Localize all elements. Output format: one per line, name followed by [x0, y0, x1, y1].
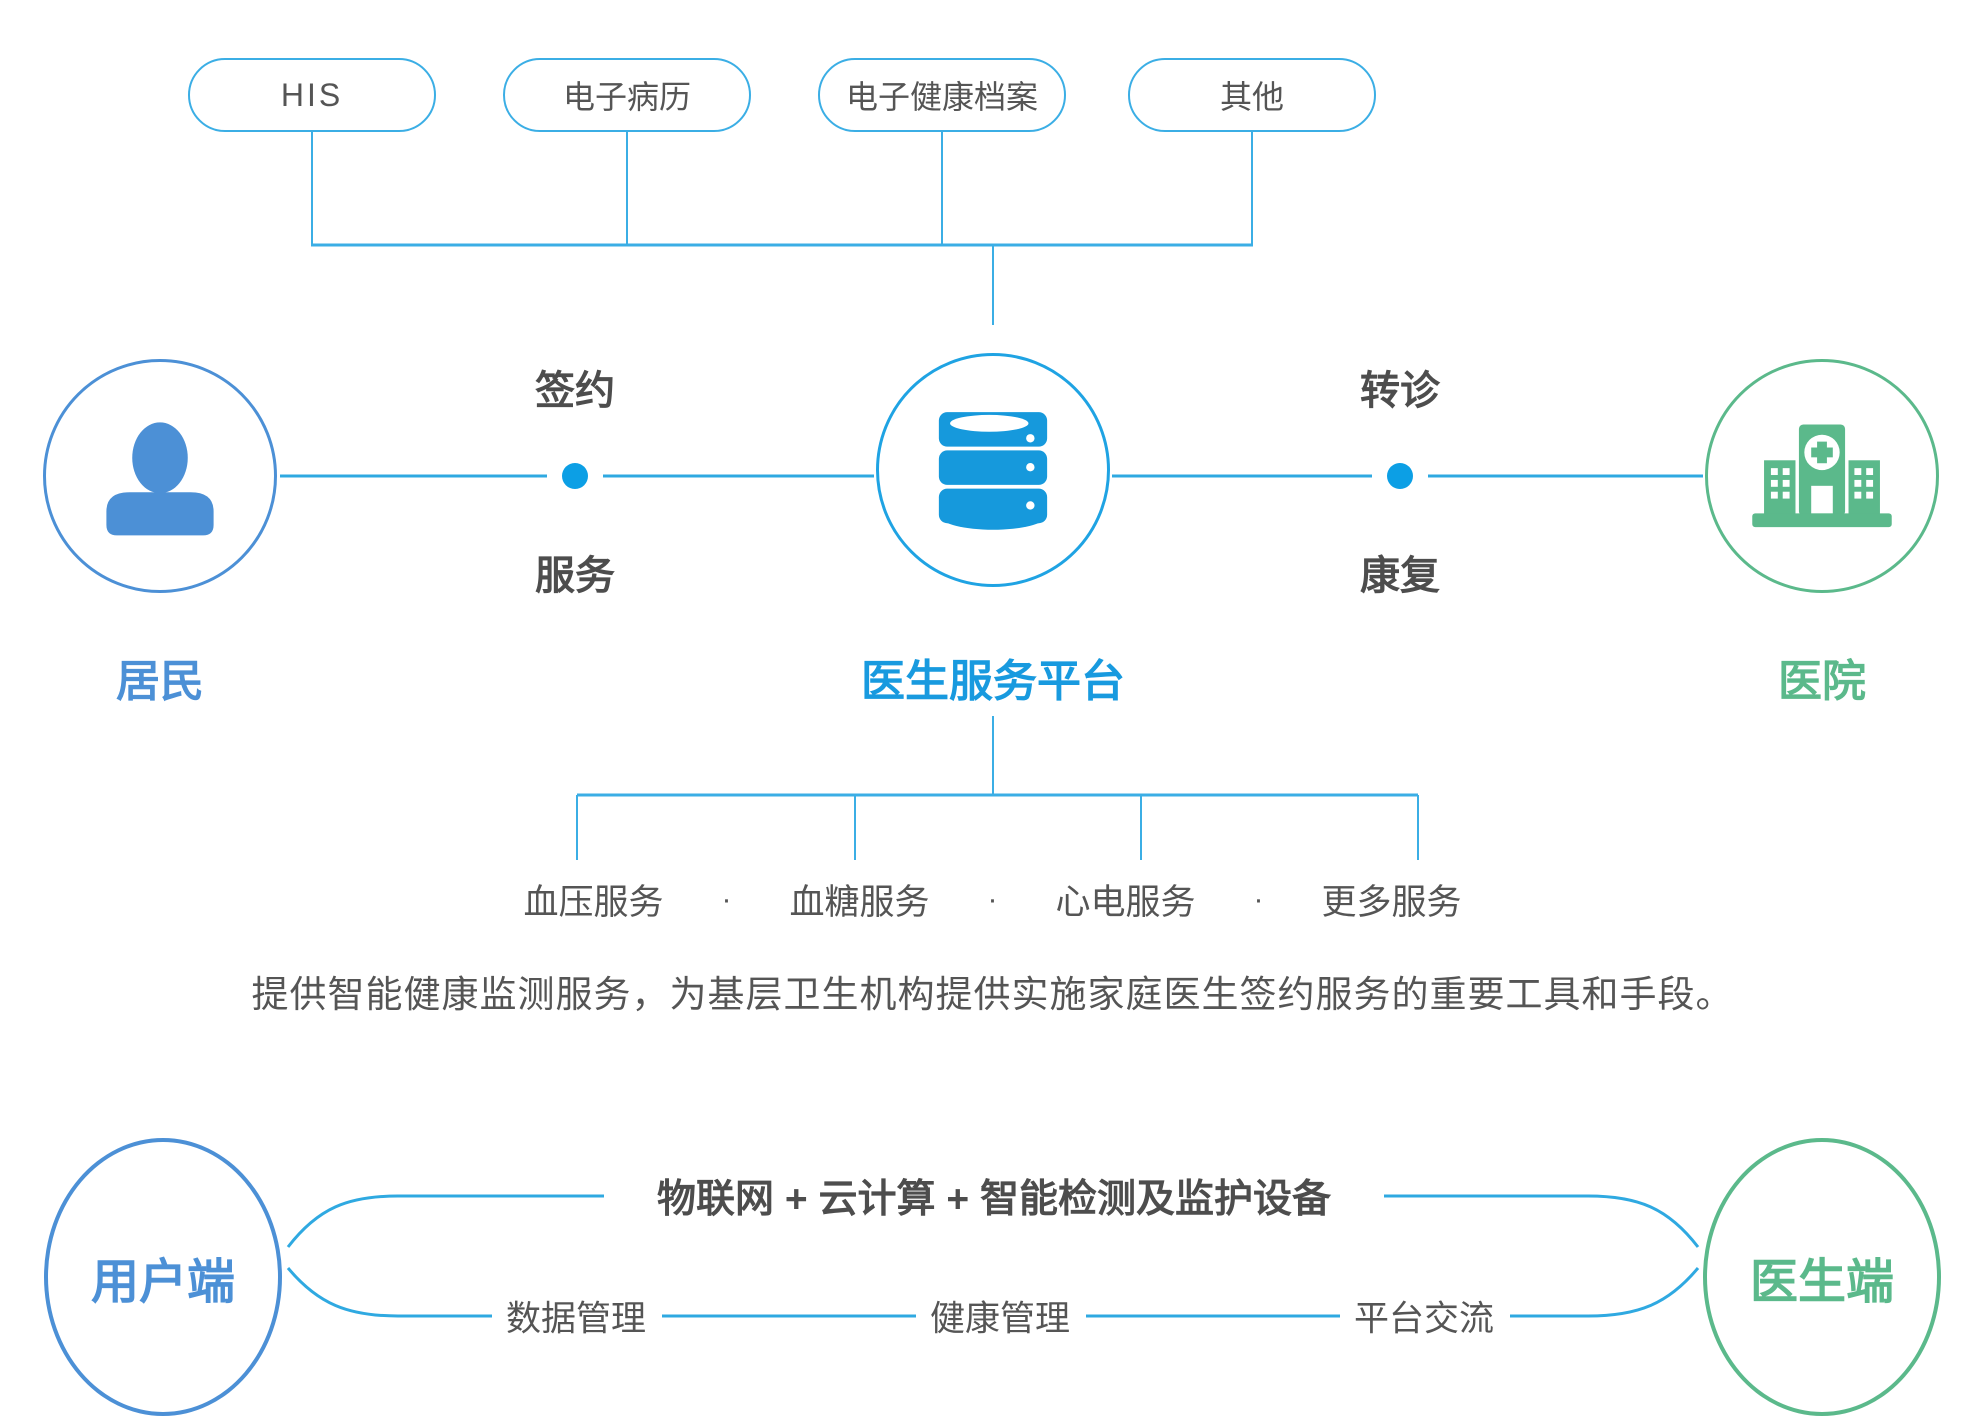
right-link-bottom-label: 康复	[1360, 554, 1440, 598]
source-pill-other: 其他	[1128, 58, 1376, 132]
person-icon	[106, 422, 214, 536]
platform-node-title: 医生服务平台	[861, 657, 1125, 706]
service-item: 血糖服务	[789, 883, 930, 922]
resident-node-circle	[43, 359, 277, 593]
bottom-link-platform-communication: 平台交流	[1353, 1299, 1495, 1339]
left-link-top-label: 签约	[535, 369, 615, 413]
left-link-dot	[562, 463, 588, 489]
bottom-link-data-management: 数据管理	[505, 1299, 647, 1339]
service-item: 更多服务	[1321, 883, 1462, 922]
doctor-client-node: 医生端	[1703, 1138, 1941, 1416]
bottom-top-link-label: 物联网 + 云计算 + 智能检测及监护设备	[657, 1178, 1331, 1221]
user-client-label: 用户端	[90, 1256, 235, 1309]
source-pill-label: 电子健康档案	[845, 79, 1038, 115]
left-link-bottom-label: 服务	[535, 554, 615, 598]
service-separator: ·	[1253, 882, 1264, 916]
service-separator: ·	[987, 882, 998, 916]
database-icon	[938, 412, 1048, 530]
source-pill-label: HIS	[280, 76, 344, 113]
service-item: 心电服务	[1055, 883, 1196, 922]
services-row: 血压服务 · 血糖服务 · 心电服务 · 更多服务	[0, 874, 1985, 925]
resident-node-title: 居民	[116, 657, 204, 706]
source-pill-his: HIS	[188, 58, 436, 132]
source-pill-emr: 电子病历	[503, 58, 751, 132]
right-link-dot	[1387, 463, 1413, 489]
doctor-client-label: 医生端	[1749, 1256, 1894, 1309]
right-link-top-label: 转诊	[1360, 369, 1440, 413]
description-text: 提供智能健康监测服务，为基层卫生机构提供实施家庭医生签约服务的重要工具和手段。	[251, 974, 1734, 1015]
source-pill-label: 其他	[1219, 79, 1284, 115]
bottom-link-health-management: 健康管理	[929, 1299, 1071, 1339]
service-item: 血压服务	[523, 883, 664, 922]
service-separator: ·	[721, 882, 732, 916]
user-client-node: 用户端	[44, 1138, 282, 1416]
hospital-node-title: 医院	[1778, 657, 1866, 706]
hospital-node-circle	[1705, 359, 1939, 593]
source-pill-label: 电子病历	[562, 79, 691, 115]
source-pill-health-record: 电子健康档案	[818, 58, 1066, 132]
platform-node-circle	[876, 353, 1110, 587]
hospital-icon	[1752, 421, 1892, 528]
